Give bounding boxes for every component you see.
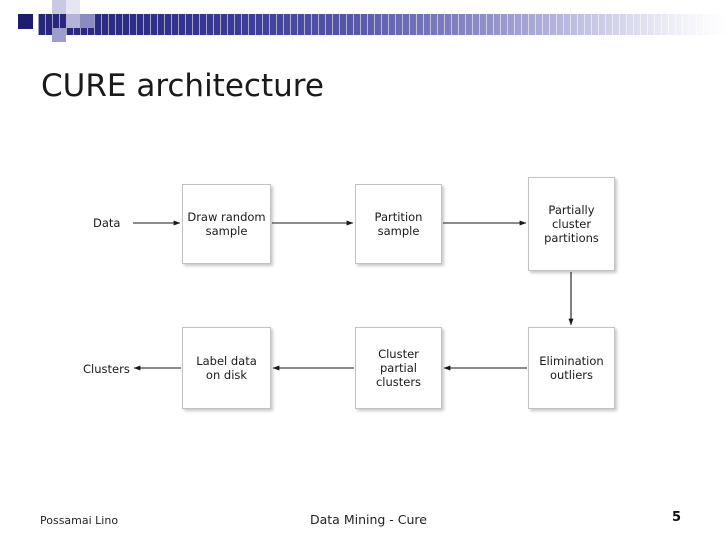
node-draw-random-sample[interactable]: Draw random sample — [182, 184, 271, 264]
node-label: Partially cluster partitions — [544, 203, 599, 245]
decoration-square-bottom — [52, 28, 66, 42]
decoration-square-mid-dark — [80, 14, 94, 28]
node-label: Partition sample — [374, 210, 423, 238]
header-band-stripes — [38, 14, 728, 35]
node-label: Draw random sample — [187, 210, 266, 238]
decoration-square-mid — [66, 14, 80, 28]
footer-author: Possamai Lino — [40, 514, 119, 527]
footer-page-number: 5 — [672, 510, 682, 525]
decoration-square-top — [52, 0, 66, 14]
io-label-clusters: Clusters — [83, 362, 130, 376]
decoration-square-dark — [18, 14, 33, 29]
node-label: Cluster partial clusters — [375, 347, 422, 389]
node-cluster-partial-clusters[interactable]: Cluster partial clusters — [355, 327, 442, 409]
node-partially-cluster-partitions[interactable]: Partially cluster partitions — [528, 177, 615, 271]
decoration-square-pale-top — [66, 0, 80, 14]
header-decoration — [0, 0, 728, 48]
page-title: CURE architecture — [41, 68, 324, 104]
node-label: Label data on disk — [196, 354, 257, 382]
node-label-data-on-disk[interactable]: Label data on disk — [182, 327, 271, 409]
node-label: Elimination outliers — [539, 354, 604, 382]
io-label-data: Data — [93, 216, 121, 230]
footer-subject: Data Mining - Cure — [310, 512, 427, 527]
node-partition-sample[interactable]: Partition sample — [355, 184, 442, 264]
node-elimination-outliers[interactable]: Elimination outliers — [528, 327, 615, 409]
